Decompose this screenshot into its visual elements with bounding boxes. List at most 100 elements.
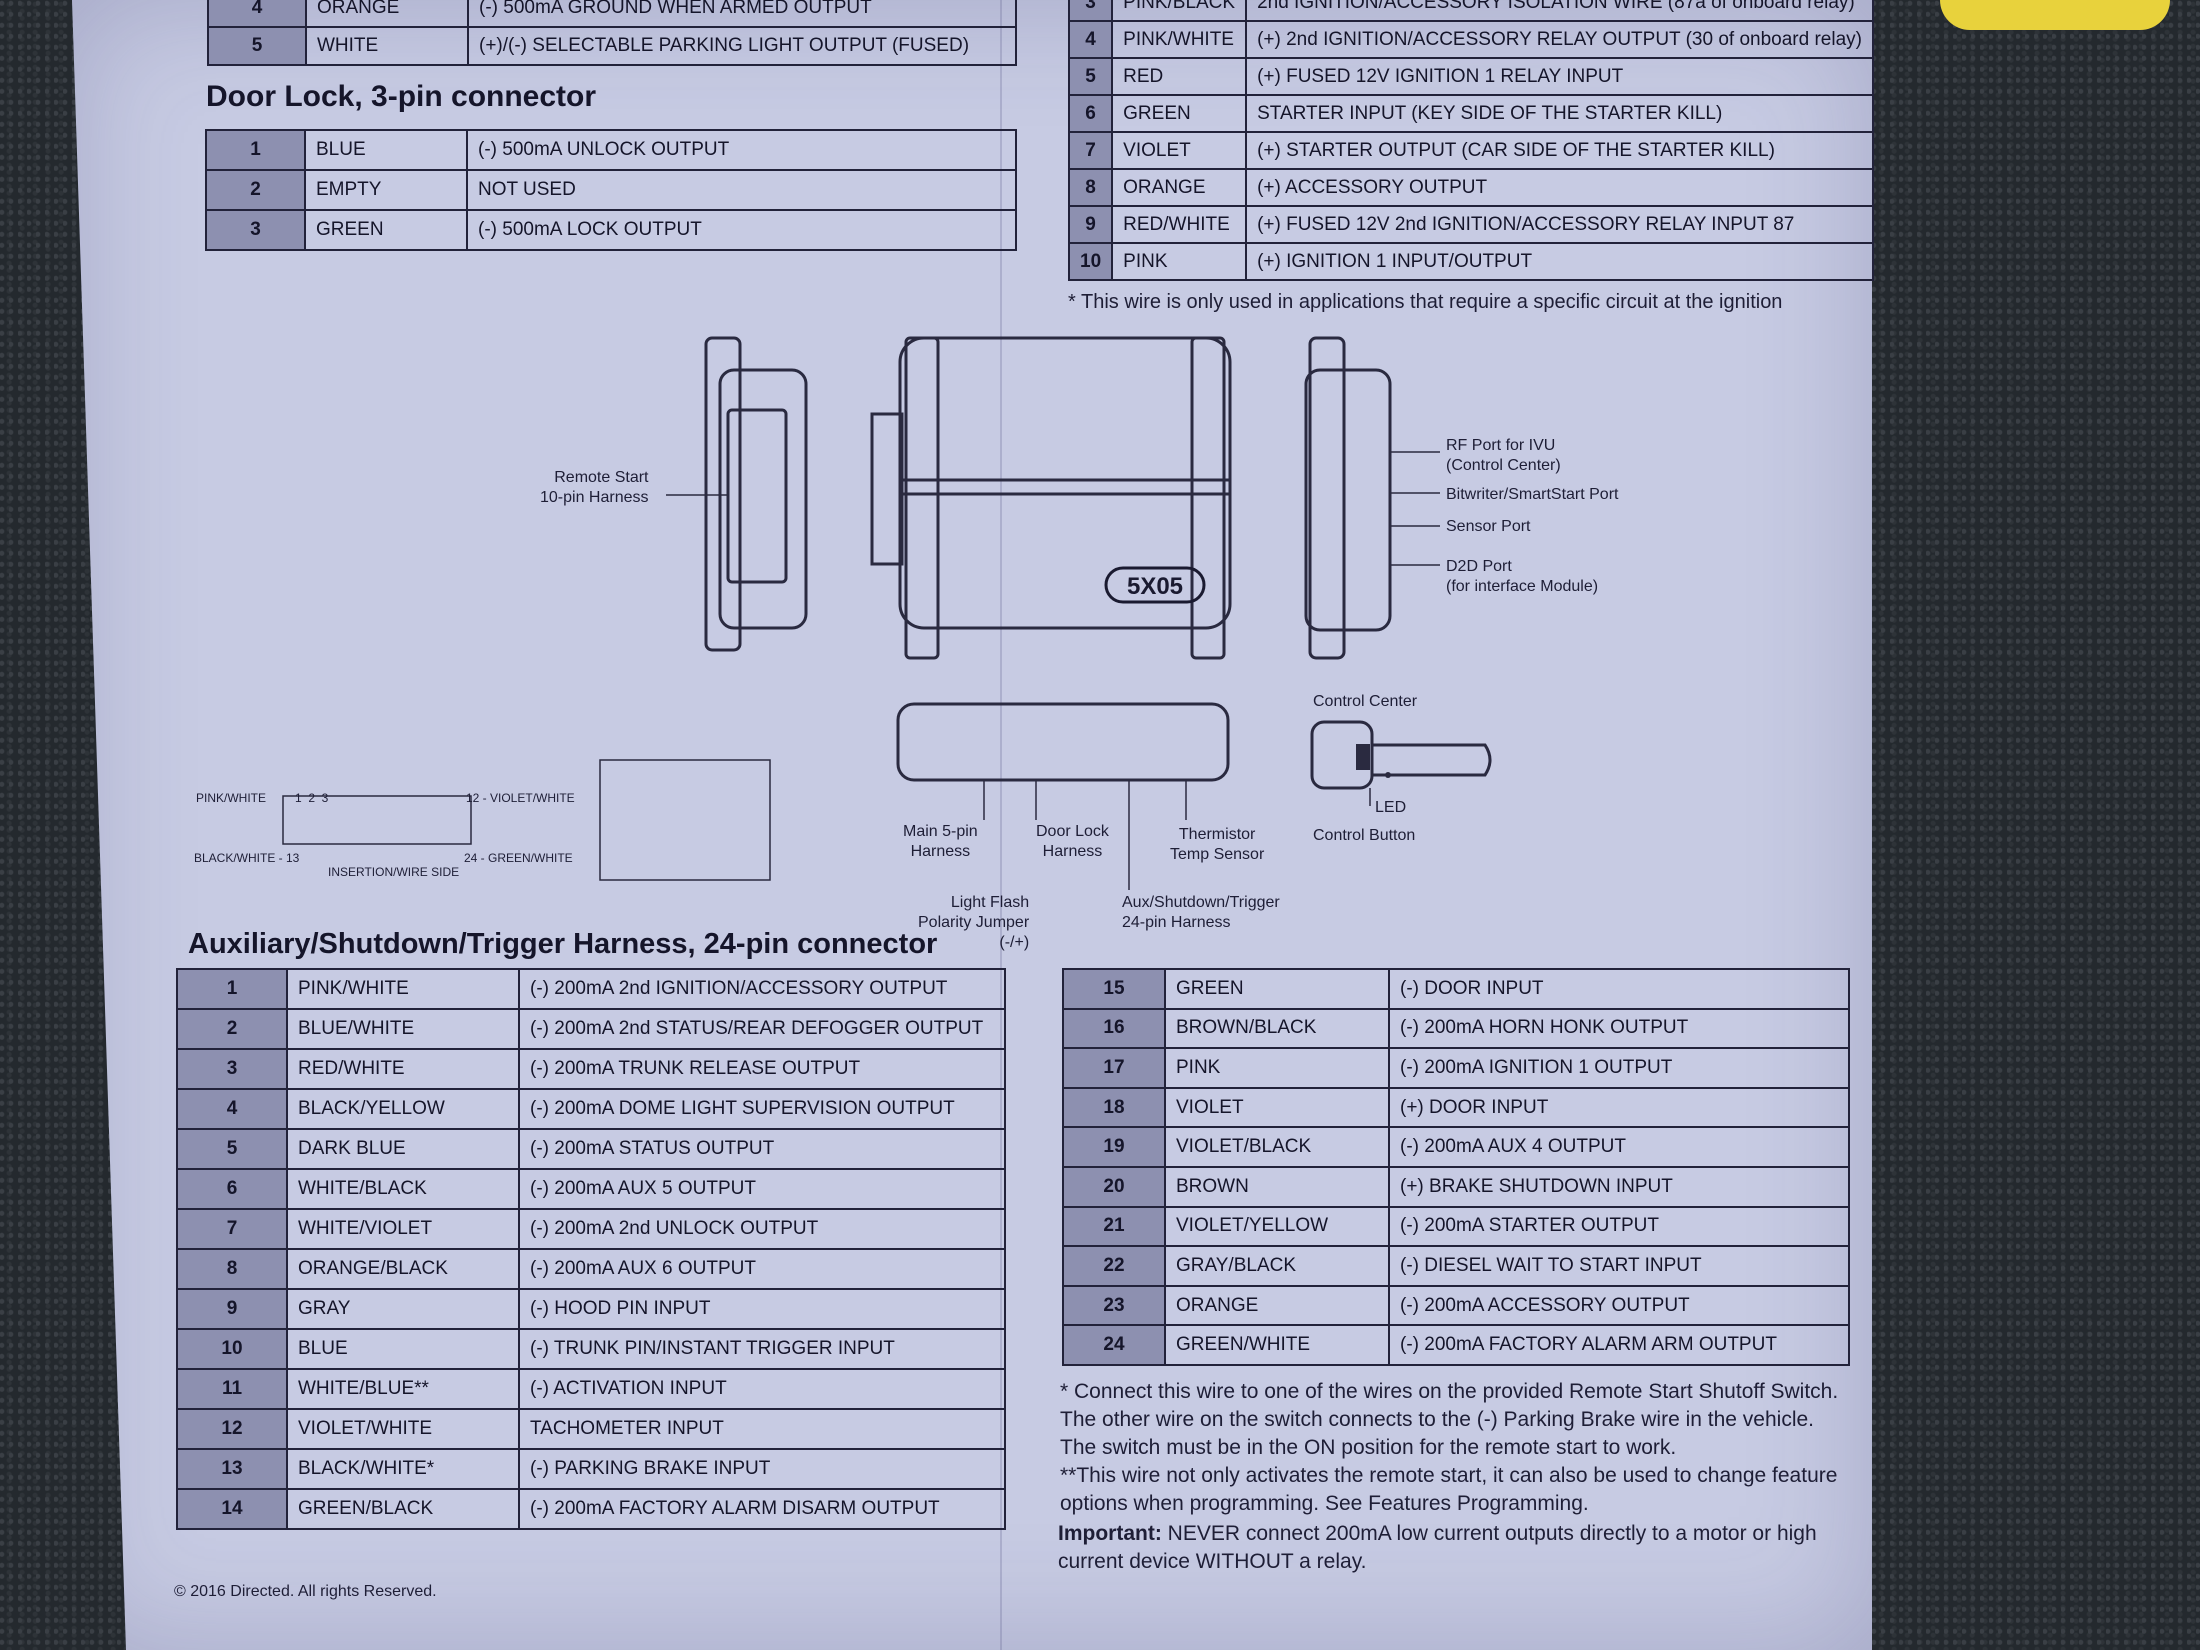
- pin-cell: 2: [176, 1008, 288, 1050]
- pin-cell: 16: [1062, 1007, 1166, 1050]
- wire-color-cell: GRAY: [286, 1288, 520, 1330]
- function-cell: NOT USED: [466, 169, 1017, 211]
- wire-color-cell: RED/WHITE: [1111, 205, 1248, 244]
- function-cell: (+) STARTER OUTPUT (CAR SIDE OF THE STAR…: [1245, 131, 1874, 170]
- function-cell: (-) DOOR INPUT: [1388, 968, 1850, 1010]
- pin-cell: 17: [1062, 1047, 1166, 1089]
- pin-cell: 5: [1067, 57, 1114, 96]
- label-door-lock-harness: Door Lock Harness: [1036, 823, 1109, 860]
- wire-color-cell: VIOLET/WHITE: [286, 1408, 520, 1450]
- pin-cell: 18: [1062, 1086, 1166, 1129]
- wire-color-cell: VIOLET/BLACK: [1164, 1126, 1390, 1168]
- module-top-view: [898, 336, 1232, 630]
- wire-color-cell: ORANGE: [1111, 168, 1248, 207]
- function-cell: (-) 200mA 2nd UNLOCK OUTPUT: [518, 1208, 1006, 1250]
- pin-cell: 20: [1062, 1165, 1166, 1208]
- conn-insertion: INSERTION/WIRE SIDE: [328, 865, 460, 879]
- label-sensor-port: Sensor Port: [1446, 518, 1531, 535]
- copyright: © 2016 Directed. All rights Reserved.: [174, 1583, 437, 1600]
- fold-line: [1000, 0, 1002, 1650]
- pin-cell: 5: [207, 26, 307, 66]
- note-important: Important: NEVER connect 200mA low curre…: [1058, 1520, 1848, 1576]
- note-star: * Connect this wire to one of the wires …: [1060, 1380, 1839, 1459]
- label-light-flash: Light Flash Polarity Jumper (-/+): [918, 894, 1030, 951]
- pin-cell: 6: [176, 1168, 288, 1210]
- function-cell: (-) 200mA STATUS OUTPUT: [518, 1128, 1006, 1170]
- wire-color-cell: WHITE/BLUE**: [286, 1368, 520, 1410]
- wire-color-cell: VIOLET/YELLOW: [1164, 1205, 1390, 1248]
- pin-cell: 19: [1062, 1126, 1166, 1168]
- function-cell: (-) 200mA STARTER OUTPUT: [1388, 1205, 1850, 1248]
- conn-green-white: 24 - GREEN/WHITE: [464, 851, 573, 865]
- label-bitwriter: Bitwriter/SmartStart Port: [1446, 486, 1619, 503]
- function-cell: (-) TRUNK PIN/INSTANT TRIGGER INPUT: [518, 1328, 1006, 1370]
- module-front-view: [896, 702, 1230, 782]
- pin-cell: 1: [176, 968, 288, 1010]
- function-cell: (-) 200mA FACTORY ALARM DISARM OUTPUT: [518, 1488, 1006, 1530]
- pin-cell: 9: [176, 1288, 288, 1330]
- connector-24pin-face: [282, 795, 472, 845]
- function-cell: (+) 2nd IGNITION/ACCESSORY RELAY OUTPUT …: [1245, 20, 1874, 59]
- wire-color-cell: DARK BLUE: [286, 1128, 520, 1170]
- function-cell: (-) 200mA FACTORY ALARM ARM OUTPUT: [1388, 1324, 1850, 1366]
- wire-color-cell: BLUE/WHITE: [286, 1008, 520, 1050]
- wire-color-cell: WHITE/VIOLET: [286, 1208, 520, 1250]
- yellow-object: [1940, 0, 2170, 30]
- wire-color-cell: ORANGE: [305, 0, 469, 28]
- pin-cell: 8: [176, 1248, 288, 1290]
- pin-cell: 3: [176, 1048, 288, 1090]
- pin-cell: 5: [176, 1128, 288, 1170]
- pin-cell: 4: [1067, 20, 1114, 59]
- wire-color-cell: RED/WHITE: [286, 1048, 520, 1090]
- function-cell: (+) FUSED 12V IGNITION 1 RELAY INPUT: [1245, 57, 1874, 96]
- function-cell: (-) DIESEL WAIT TO START INPUT: [1388, 1245, 1850, 1287]
- wire-color-cell: BLUE: [286, 1328, 520, 1370]
- wire-color-cell: GREEN/WHITE: [1164, 1324, 1390, 1366]
- pin-cell: 10: [1067, 242, 1114, 281]
- wire-color-cell: EMPTY: [304, 169, 468, 211]
- function-cell: (-) 200mA AUX 4 OUTPUT: [1388, 1126, 1850, 1168]
- function-cell: (-) ACTIVATION INPUT: [518, 1368, 1006, 1410]
- pin-cell: 15: [1062, 968, 1166, 1010]
- pin-cell: 12: [176, 1408, 288, 1450]
- wire-color-cell: PINK/WHITE: [286, 968, 520, 1010]
- pin-cell: 8: [1067, 168, 1114, 207]
- function-cell: 2nd IGNITION/ACCESSORY ISOLATION WIRE (8…: [1245, 0, 1874, 22]
- label-control-center: Control Center: [1313, 693, 1418, 710]
- function-cell: (+) DOOR INPUT: [1388, 1086, 1850, 1129]
- conn-black-white: BLACK/WHITE - 13: [194, 851, 300, 865]
- aux-harness-title: Auxiliary/Shutdown/Trigger Harness, 24-p…: [188, 928, 938, 960]
- function-cell: (-) 200mA TRUNK RELEASE OUTPUT: [518, 1048, 1006, 1090]
- note-important-text: NEVER connect 200mA low current outputs …: [1058, 1522, 1817, 1573]
